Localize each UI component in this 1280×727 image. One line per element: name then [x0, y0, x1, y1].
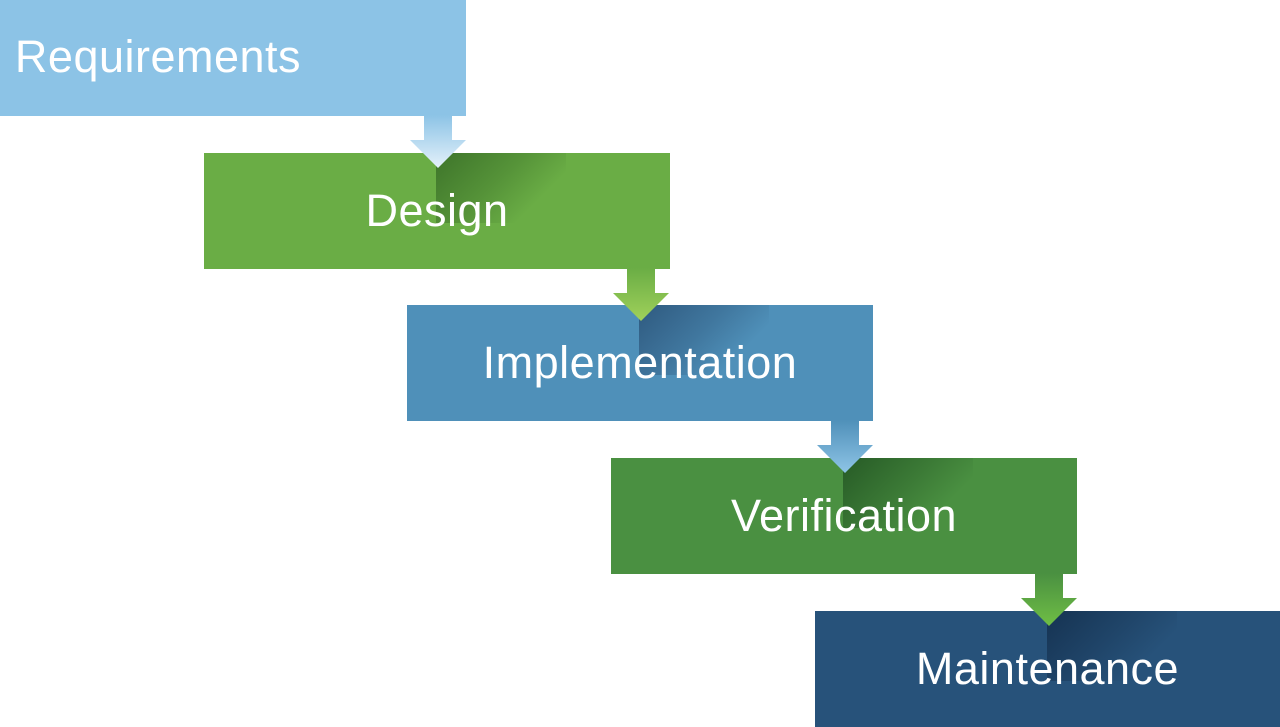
step-verification-label: Verification: [730, 490, 958, 541]
step-implementation-label: Implementation: [482, 337, 798, 388]
arrow-verification-to-maintenance-icon: [1021, 573, 1077, 626]
arrow-design-to-implementation-icon: [613, 268, 669, 321]
arrow-implementation-to-verification-icon: [817, 420, 873, 473]
step-requirements: Requirements: [0, 0, 466, 116]
step-requirements-label: Requirements: [14, 31, 302, 82]
arrow-requirements-to-design-icon: [410, 115, 466, 168]
step-maintenance-label: Maintenance: [915, 643, 1180, 694]
step-design-label: Design: [365, 185, 509, 236]
